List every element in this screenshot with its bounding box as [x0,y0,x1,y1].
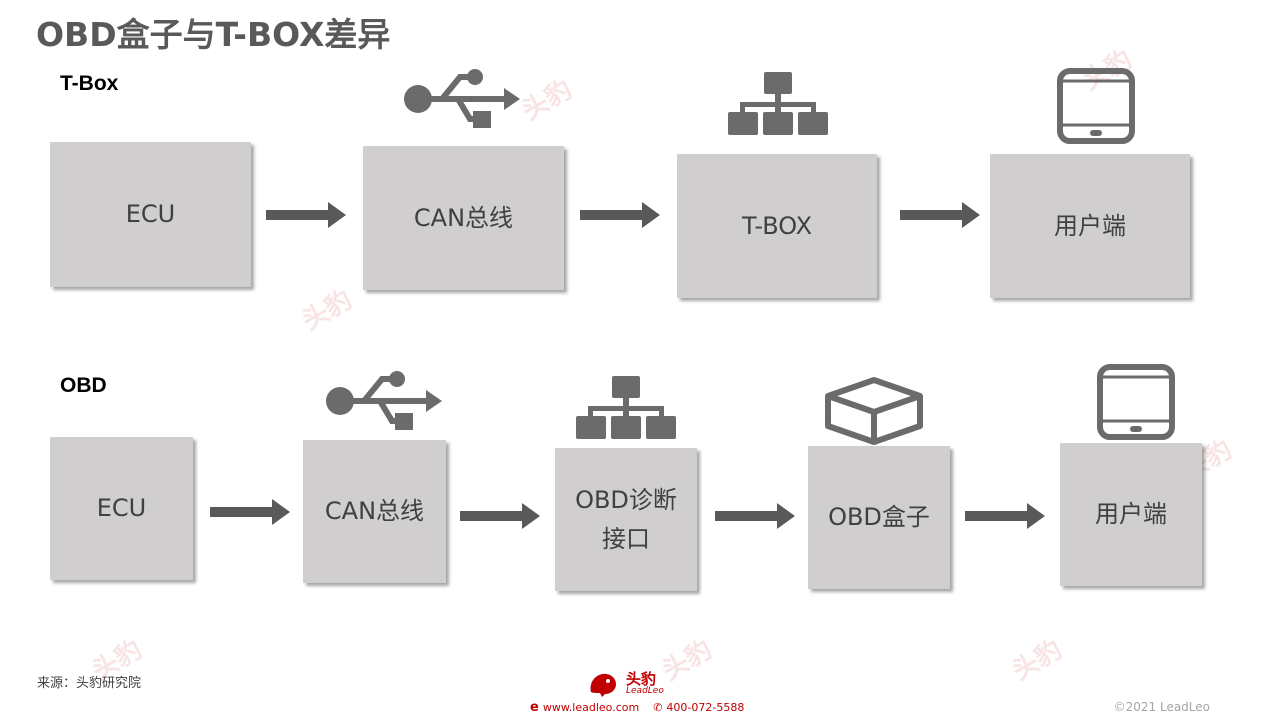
tablet-icon [1057,68,1135,144]
usb-icon [326,371,442,430]
tablet-icon [1097,364,1175,440]
leadleo-logo: 头豹 LeadLeo [588,668,668,700]
box-label-line2: 接口 [602,524,650,553]
tbox-tbox-box: T-BOX [677,154,877,298]
arrow-right-icon [965,503,1045,529]
watermark: 头豹 [297,284,358,337]
leopard-icon [590,673,616,697]
arrow-right-icon [460,503,540,529]
arrow-right-icon [210,499,290,525]
box-label: CAN总线 [324,497,425,526]
arrow-right-icon [580,202,660,228]
footer-brand: 头豹 LeadLeo e www.leadleo.com ✆ 400-072-5… [530,668,750,718]
box-label: CAN总线 [413,203,514,232]
tbox-can-bus-box: CAN总线 [363,146,564,290]
box-label: OBD盒子 [828,503,930,532]
brand-sub: LeadLeo [626,686,664,696]
box-label: T-BOX [741,211,813,240]
network-hierarchy-icon [728,72,828,135]
watermark: 头豹 [517,74,578,127]
usb-icon [404,69,520,128]
box-label-line1: OBD诊断 [575,486,677,515]
watermark: 头豹 [1007,634,1068,687]
obd-box-box: OBD盒子 [808,446,950,589]
cube-box-icon [825,377,923,445]
arrow-right-icon [900,202,980,228]
obd-diagnostic-port-box: OBD诊断 接口 [555,448,697,591]
network-hierarchy-icon [576,376,676,439]
box-label: 用户端 [1054,211,1126,240]
tbox-user-box: 用户端 [990,154,1190,298]
box-label: 用户端 [1095,500,1167,529]
copyright: ©2021 LeadLeo [1113,700,1210,714]
tbox-ecu-box: ECU [50,142,251,287]
contact-line: e www.leadleo.com ✆ 400-072-5588 [530,700,744,715]
row-label-obd: OBD [60,374,107,397]
brand-name: 头豹 [626,670,657,688]
arrow-right-icon [266,202,346,228]
phone-icon: ✆ [653,701,663,714]
source-note: 来源：头豹研究院 [37,676,142,691]
page-title: OBD盒子与T-BOX差异 [36,15,391,54]
box-label: ECU [96,494,147,523]
phone-number: 400-072-5588 [666,701,745,714]
box-label: ECU [125,200,176,229]
website-link[interactable]: www.leadleo.com [542,701,640,714]
obd-ecu-box: ECU [50,437,193,580]
row-label-tbox: T-Box [60,72,119,95]
ie-browser-icon: e [530,700,539,715]
obd-can-bus-box: CAN总线 [303,440,446,583]
obd-user-box: 用户端 [1060,443,1202,586]
arrow-right-icon [715,503,795,529]
